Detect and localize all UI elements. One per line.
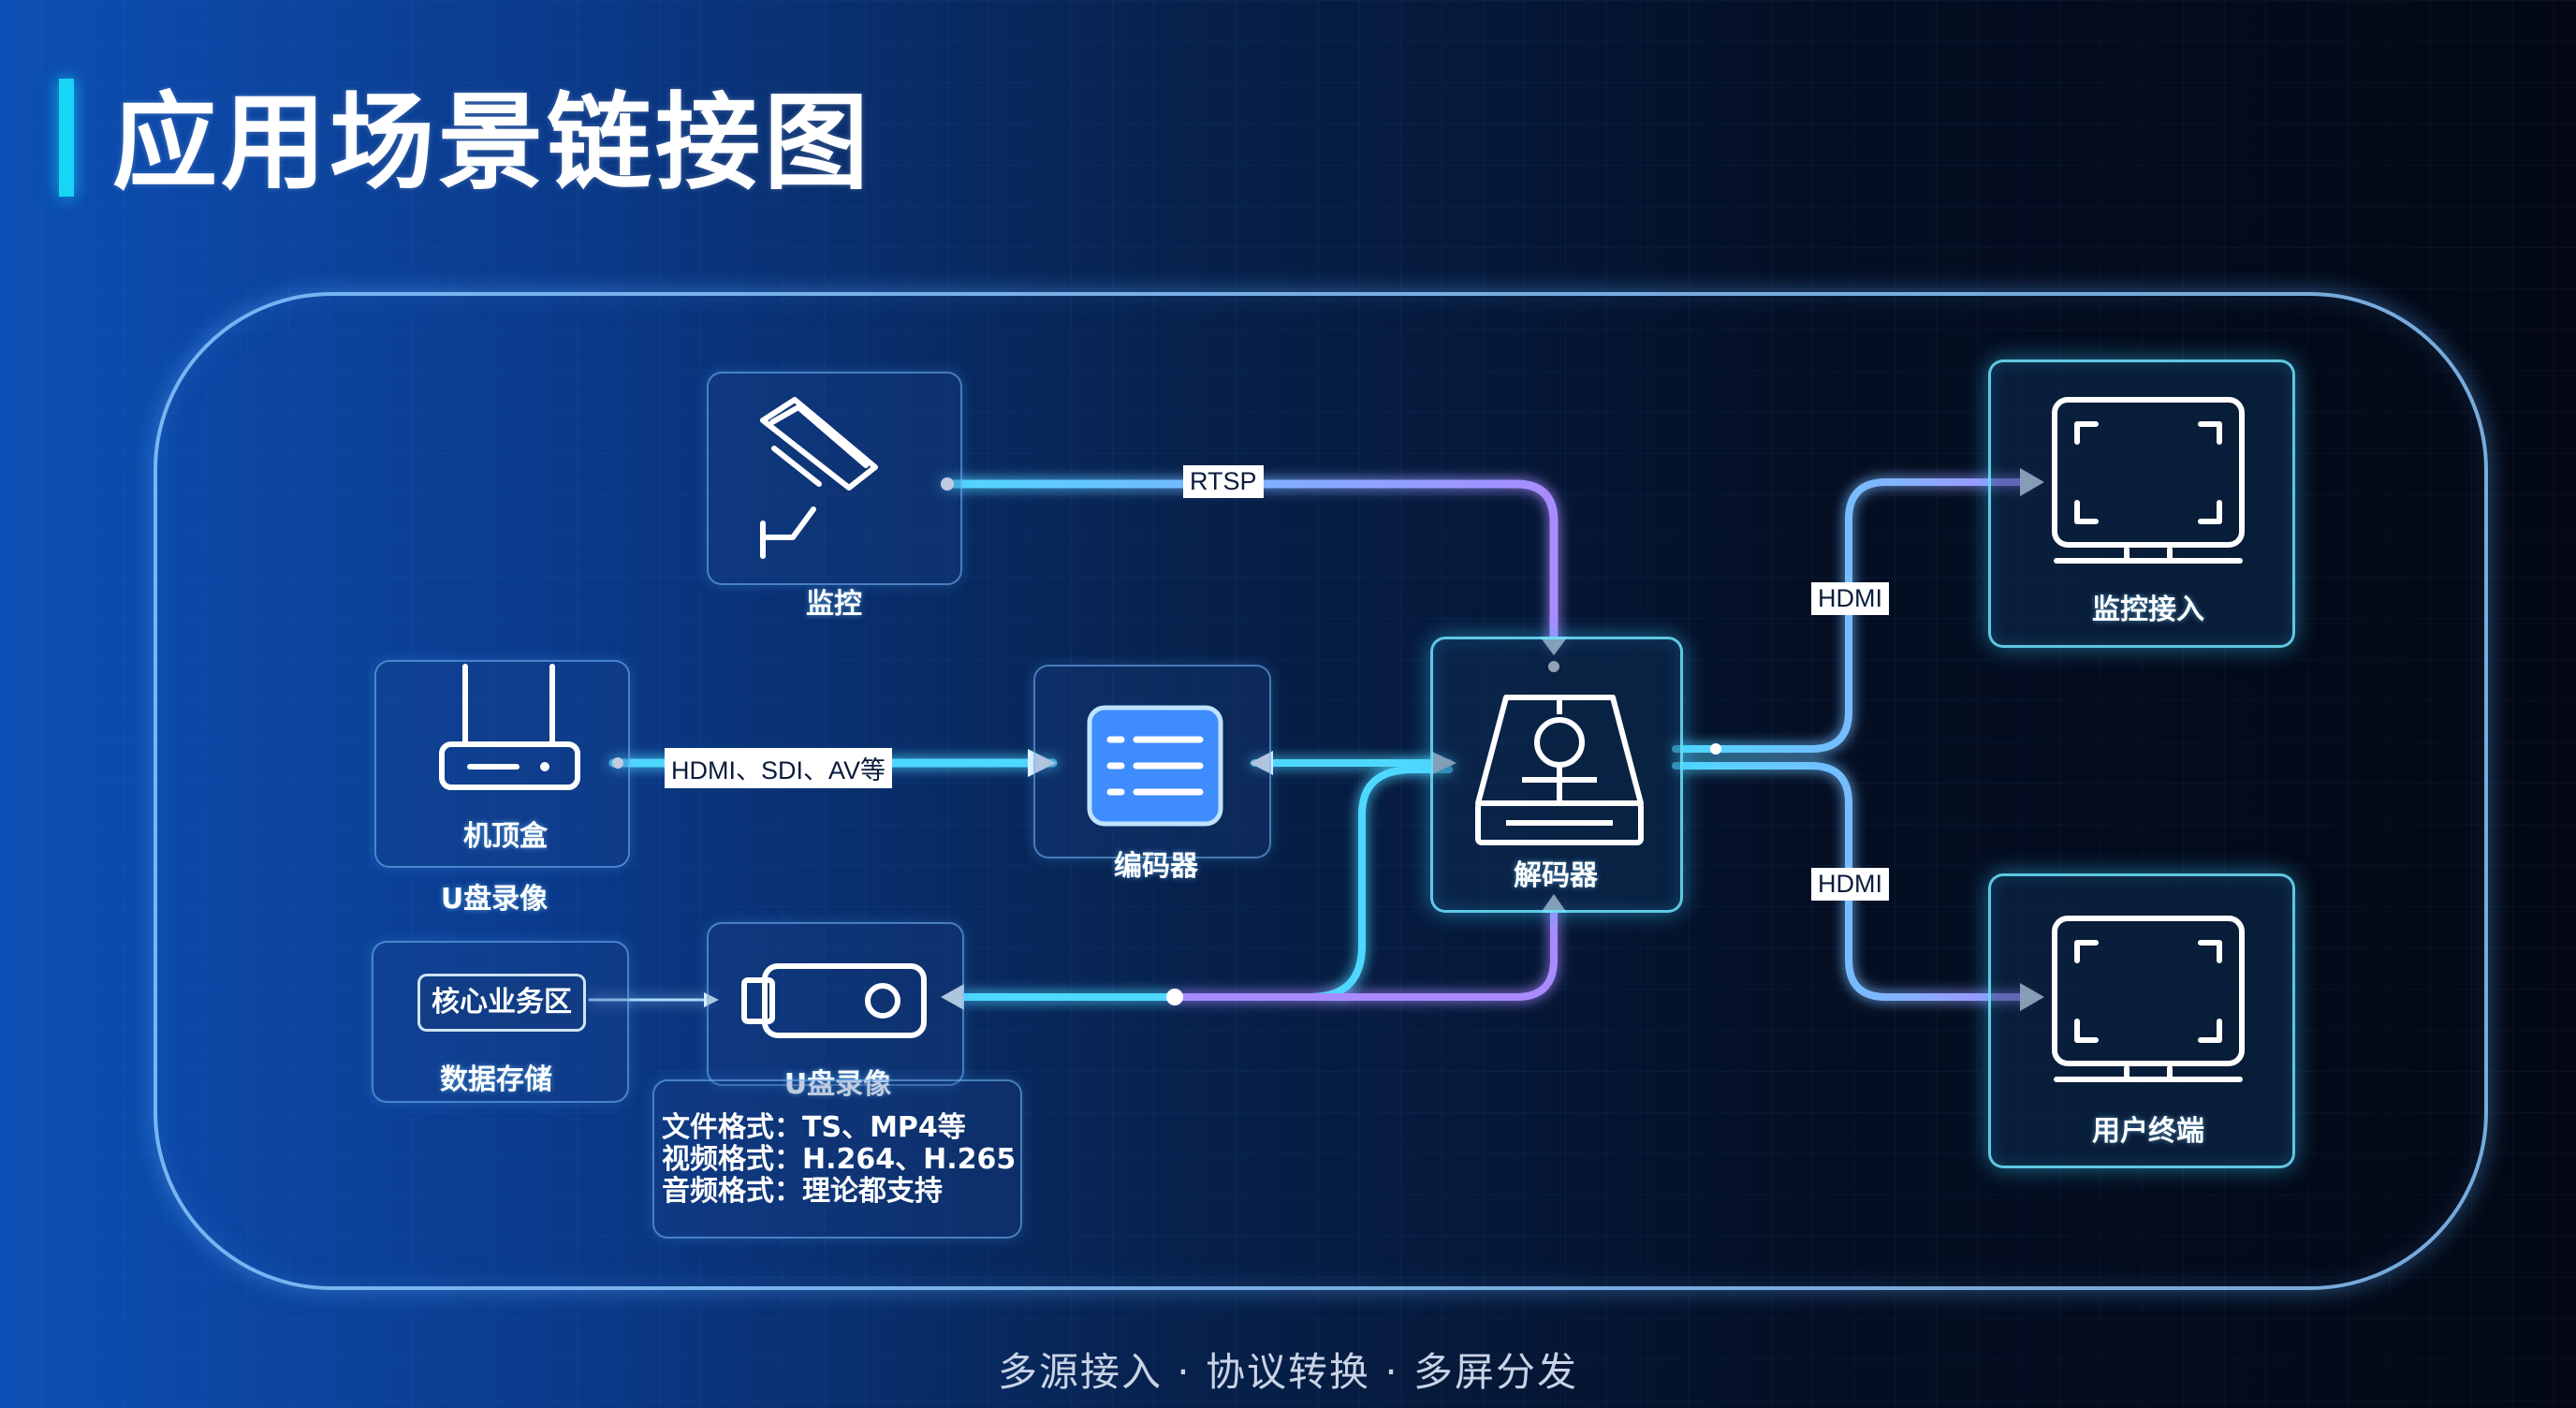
camera-label: 监控 [806,588,862,621]
surveillance-camera-icon [760,397,878,559]
arrow-encoder-left [1250,751,1273,775]
decoder-label: 解码器 [1514,859,1598,892]
edge-rtsp [941,479,1559,649]
usb-specs: 文件格式：TS、MP4等 视频格式：H.264、H.265 音频格式：理论都支持 [662,1112,1027,1208]
arrow-monitor-bottom [2020,983,2044,1011]
edge-label-hdmi-bottom: HDMI [1811,868,1889,901]
edge-decoder-usb [1171,904,1558,1001]
spec-audio-format: 音频格式：理论都支持 [662,1175,943,1208]
encoder-label: 编码器 [1114,850,1198,883]
arrow-decoder-up [1541,894,1567,913]
decoder-icon [1475,695,1644,845]
encoder-node[interactable] [1033,665,1271,858]
usb-record-left-label: U盘录像 [440,883,549,916]
page-title: 应用场景链接图 [112,81,872,204]
edge-hdmi-top [1672,478,2030,753]
monitor-access-node[interactable] [1988,359,2295,648]
monitor-icon [2052,916,2245,1082]
usb-specs-panel [652,1079,1022,1239]
user-terminal-node[interactable] [1988,873,2295,1168]
spec-file-format: 文件格式：TS、MP4等 [662,1111,966,1144]
title-accent-bar [59,79,74,197]
diagram-frame [154,292,2488,1290]
arrow-monitor-top [2020,468,2044,496]
arrow-rtsp [1540,637,1568,655]
storage-node[interactable] [372,941,629,1103]
decoder-node[interactable] [1430,637,1683,913]
set-top-box-icon [439,664,580,790]
usb-node[interactable] [707,922,964,1086]
monitor-icon [2052,397,2245,564]
arrow-usb-in [941,984,964,1010]
edge-label-hdmi-top: HDMI [1811,582,1889,615]
arrow-decoder-in [1432,752,1456,774]
edge-label-rtsp: RTSP [1183,465,1264,498]
footer-tagline: 多源接入 · 协议转换 · 多屏分发 [997,1349,1579,1395]
spec-video-format: 视频格式：H.264、H.265 [662,1143,1017,1176]
camera-node[interactable] [707,372,962,585]
settop-box-label: 机顶盒 [463,820,548,853]
settop-box-node[interactable] [374,660,630,868]
encoder-icon [1087,705,1223,827]
monitor-access-label: 监控接入 [2092,594,2204,626]
storage-label: 数据存储 [440,1063,552,1096]
edge-label-settop-encoder: HDMI、SDI、AV等 [665,748,893,788]
core-business-button[interactable]: 核心业务区 [417,974,586,1032]
usb-label: U盘录像 [783,1068,892,1101]
usb-drive-icon [741,963,927,1038]
user-terminal-label: 用户终端 [2092,1115,2204,1148]
